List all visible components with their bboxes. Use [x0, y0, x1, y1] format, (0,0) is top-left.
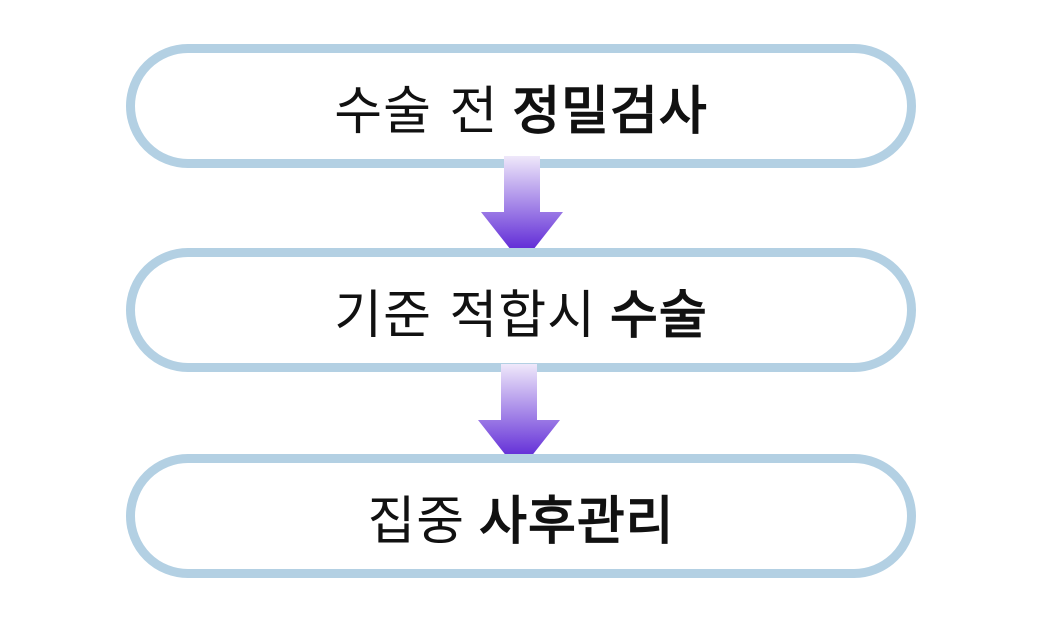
- step-aftercare-emphasis: 사후관리: [479, 491, 675, 552]
- step-surgery: 기준 적합시 수술: [126, 248, 916, 372]
- step-surgery-prefix: 기준 적합시: [334, 285, 597, 346]
- step-precheck: 수술 전 정밀검사: [126, 44, 916, 168]
- arrow-down-icon: [481, 156, 563, 264]
- step-aftercare-prefix: 집중: [367, 491, 466, 552]
- step-surgery-emphasis: 수술: [610, 285, 708, 346]
- step-precheck-prefix: 수술 전: [334, 81, 499, 142]
- step-aftercare: 집중 사후관리: [126, 454, 916, 578]
- step-precheck-emphasis: 정밀검사: [512, 81, 708, 142]
- arrow-down-icon: [478, 364, 560, 472]
